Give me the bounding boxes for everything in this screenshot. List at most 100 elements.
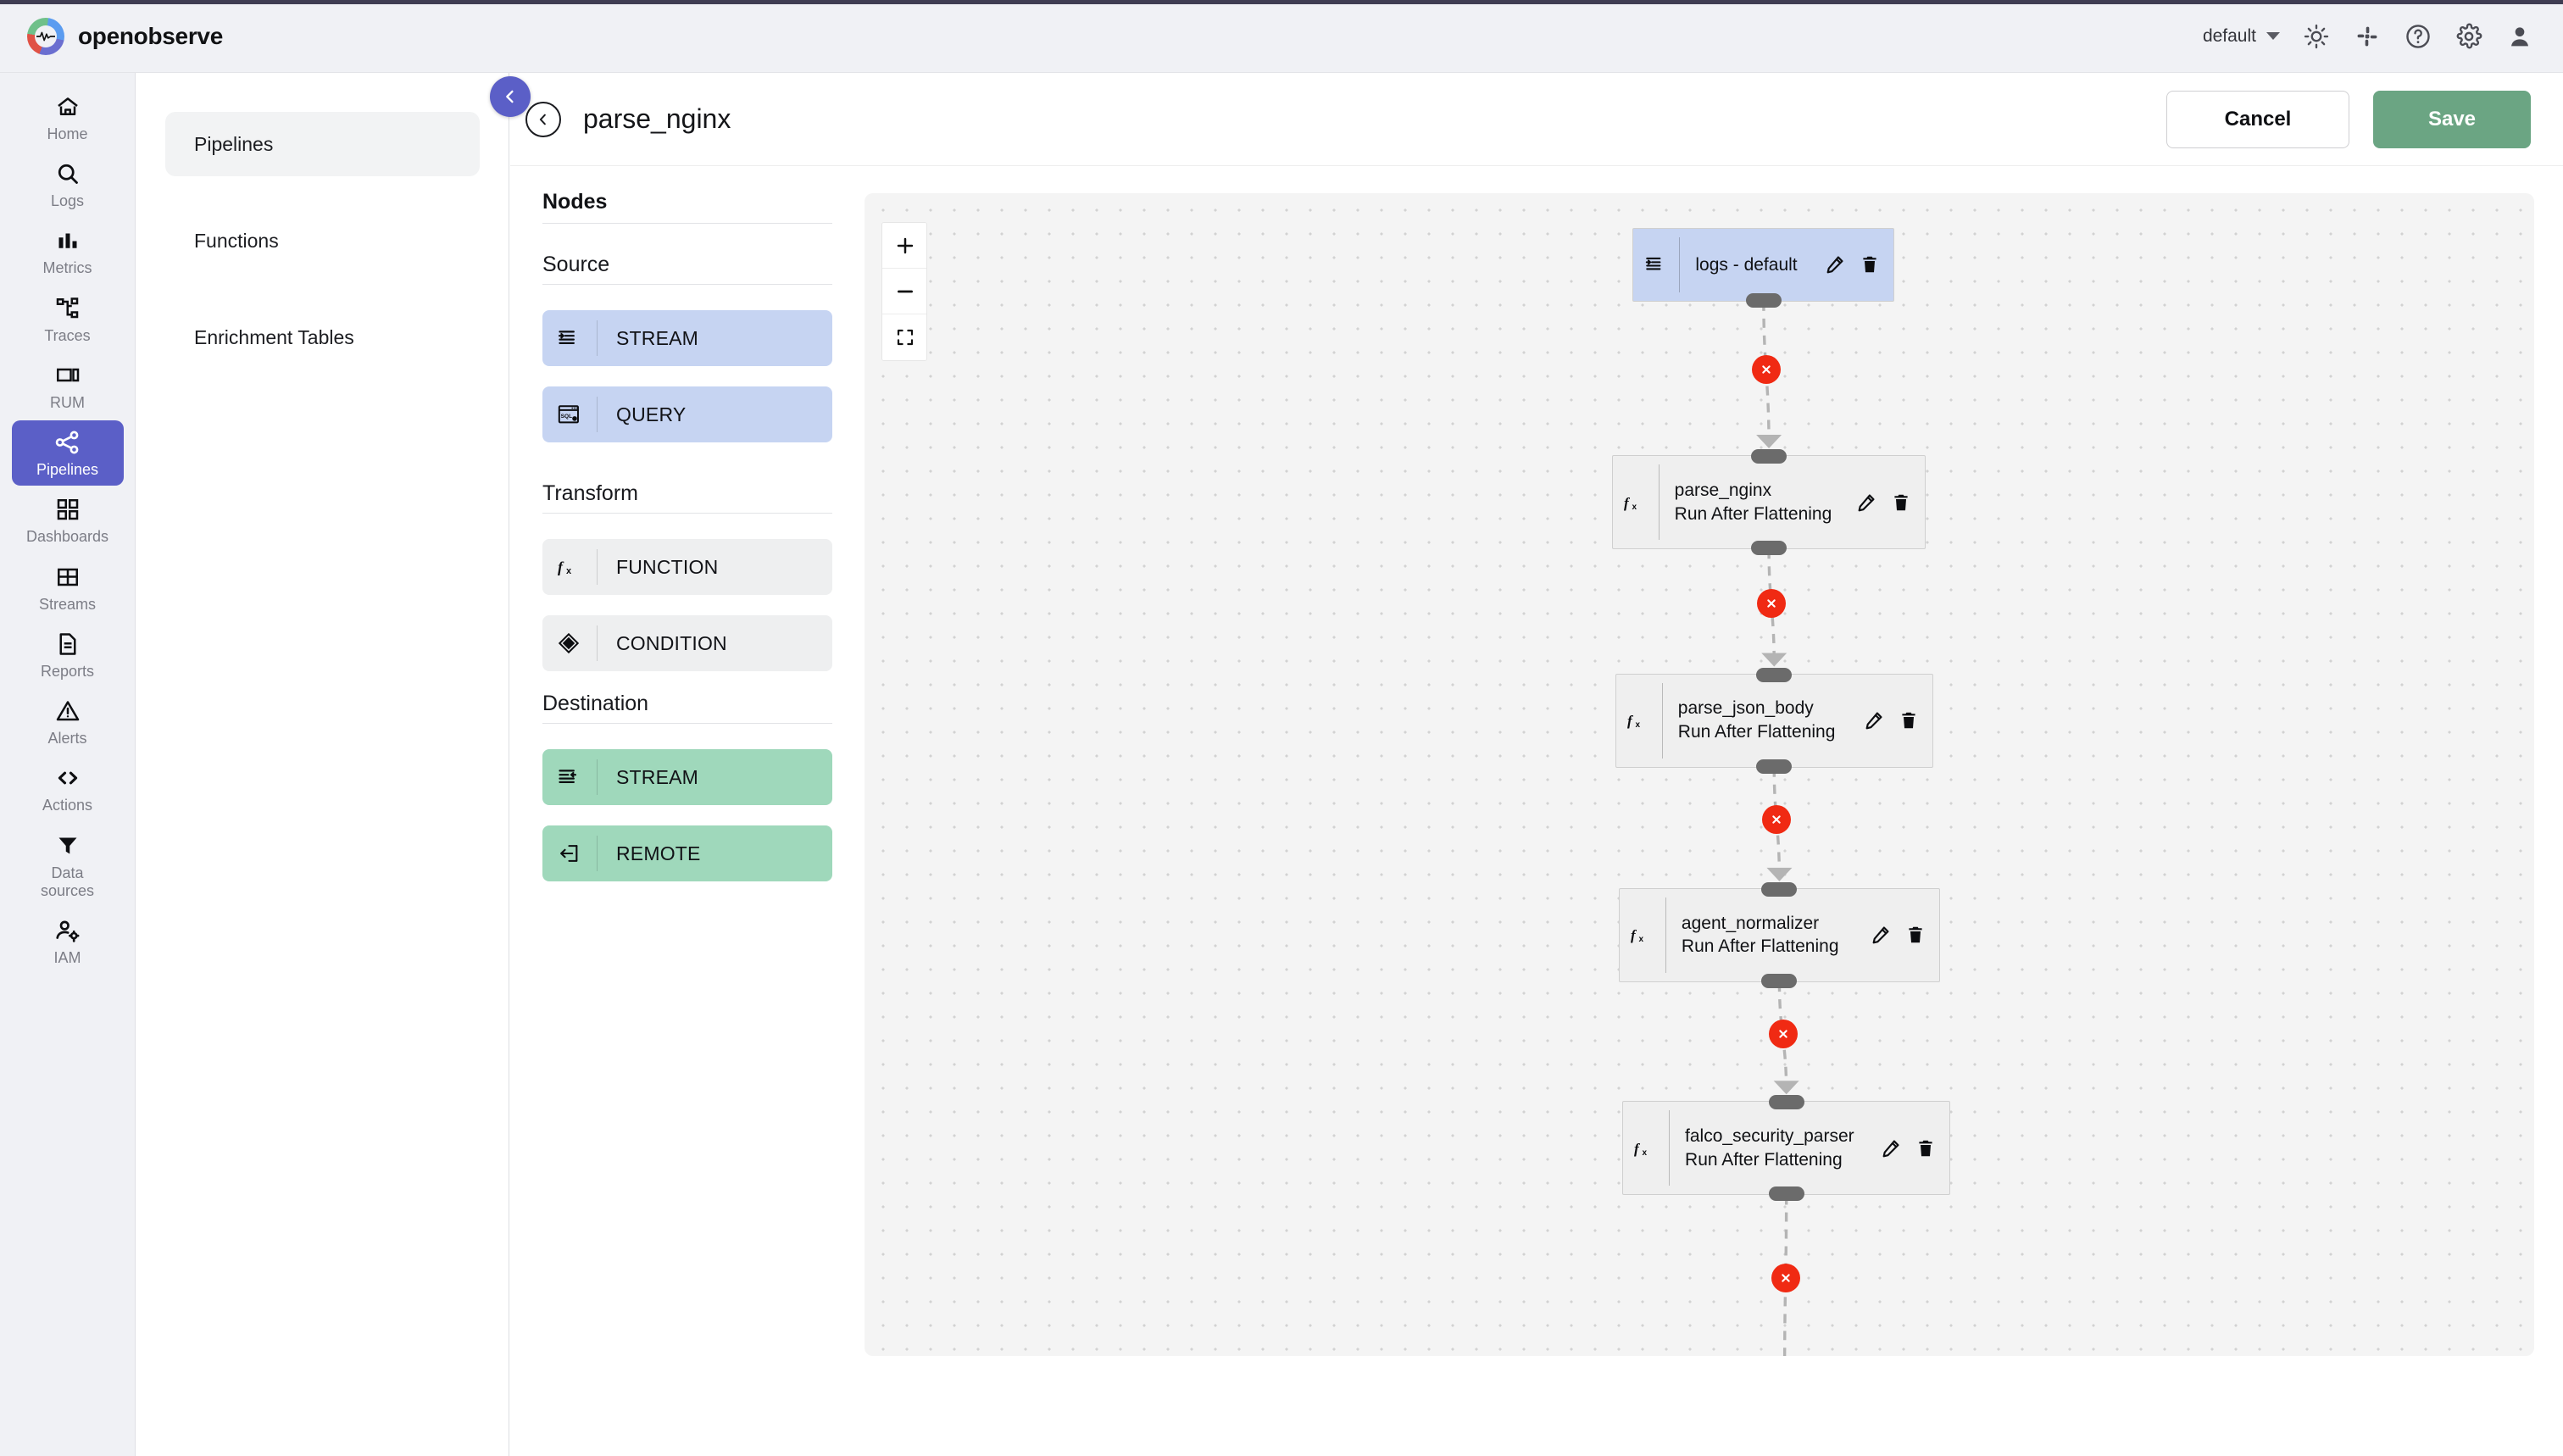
dashboard-grid-icon	[55, 495, 81, 524]
chevron-down-icon	[2266, 32, 2280, 40]
sidebar-item-metrics[interactable]: Metrics	[12, 219, 124, 284]
node-handle-source[interactable]	[1756, 759, 1793, 774]
sidebar-item-home[interactable]: Home	[12, 85, 124, 150]
edge-arrowhead	[1761, 653, 1787, 667]
svg-text:x: x	[1632, 503, 1637, 512]
node-handle-target[interactable]	[1751, 449, 1787, 464]
node-handle-source[interactable]	[1751, 541, 1787, 556]
header-actions: Cancel Save	[2166, 90, 2538, 148]
settings-icon[interactable]	[2455, 22, 2483, 51]
edge-arrowhead	[1773, 1081, 1799, 1095]
account-icon[interactable]	[2505, 22, 2534, 51]
sidebar-label-metrics: Metrics	[42, 259, 92, 277]
node-button-label: STREAM	[616, 765, 699, 788]
flow-node-subtitle: Run After Flattening	[1681, 936, 1839, 957]
svg-text:f: f	[558, 559, 564, 575]
collapse-sidebar-button[interactable]	[490, 76, 531, 117]
cancel-button[interactable]: Cancel	[2166, 90, 2349, 148]
sidebar-item-iam[interactable]: IAM	[12, 909, 124, 974]
subnav-item-pipelines[interactable]: Pipelines	[165, 112, 480, 176]
zoom-out-button[interactable]	[882, 269, 926, 314]
flow-node-subtitle: Run After Flattening	[1674, 503, 1832, 524]
sidebar-item-alerts[interactable]: Alerts	[12, 689, 124, 754]
sidebar-item-logs[interactable]: Logs	[12, 152, 124, 217]
slack-icon[interactable]	[2353, 22, 2382, 51]
sidebar-item-actions[interactable]: Actions	[12, 756, 124, 821]
sidebar-item-streams[interactable]: Streams	[12, 555, 124, 620]
svg-text:x: x	[566, 566, 572, 576]
pencil-icon[interactable]	[1824, 253, 1846, 275]
trash-icon[interactable]	[1905, 924, 1926, 946]
node-handle-target[interactable]	[1756, 667, 1793, 682]
flow-node-actions	[1870, 924, 1939, 946]
secondary-sidebar: Pipelines Functions Enrichment Tables	[136, 73, 509, 1456]
group-title-source: Source	[542, 253, 610, 276]
sidebar-item-traces[interactable]: Traces	[12, 286, 124, 352]
sidebar-item-dashboards[interactable]: Dashboards	[12, 487, 124, 553]
subnav-item-functions[interactable]: Functions	[165, 208, 480, 273]
node-button-transform-condition[interactable]: CONDITION	[542, 615, 832, 671]
pencil-icon[interactable]	[1863, 709, 1885, 731]
subnav-label-functions: Functions	[194, 229, 279, 252]
subnav-item-enrichment-tables[interactable]: Enrichment Tables	[165, 305, 480, 370]
zoom-in-button[interactable]	[882, 223, 926, 269]
node-handle-target[interactable]	[1768, 1095, 1804, 1110]
trash-icon[interactable]	[1899, 709, 1919, 731]
flow-node-body: logs - default	[1680, 253, 1824, 277]
pencil-icon[interactable]	[1855, 492, 1877, 514]
light-mode-icon[interactable]	[2302, 22, 2331, 51]
node-handle-source[interactable]	[1745, 292, 1782, 308]
node-button-transform-function[interactable]: f x FUNCTION	[542, 539, 832, 595]
sidebar-label-reports: Reports	[40, 662, 95, 680]
edge-delete-button[interactable]	[1771, 1263, 1800, 1292]
node-button-source-stream[interactable]: STREAM	[542, 310, 832, 366]
pencil-icon[interactable]	[1880, 1137, 1902, 1159]
group-divider-destination	[542, 723, 832, 724]
node-button-destination-stream[interactable]: STREAM	[542, 749, 832, 805]
node-button-destination-remote[interactable]: REMOTE	[542, 825, 832, 881]
edge-delete-button[interactable]	[1757, 588, 1787, 618]
sidebar-item-rum[interactable]: RUM	[12, 353, 124, 419]
node-divider	[1665, 897, 1666, 974]
sidebar-item-reports[interactable]: Reports	[12, 622, 124, 687]
flow-node-subtitle: Run After Flattening	[1677, 722, 1836, 742]
trash-icon[interactable]	[1860, 253, 1880, 275]
node-button-label: FUNCTION	[616, 555, 719, 578]
save-button[interactable]: Save	[2373, 90, 2531, 148]
node-handle-source[interactable]	[1761, 974, 1798, 989]
minus-icon	[898, 290, 913, 292]
flow-node[interactable]: logs - default	[1632, 228, 1895, 308]
sidebar-item-data-sources[interactable]: Data sources	[12, 824, 124, 907]
edge-delete-button[interactable]	[1751, 354, 1781, 384]
edge-delete-button[interactable]	[1762, 805, 1792, 835]
help-icon[interactable]	[2404, 22, 2432, 51]
back-button[interactable]	[525, 101, 561, 137]
share-nodes-icon	[54, 428, 81, 457]
funnel-icon	[55, 831, 81, 860]
close-x-icon	[1762, 365, 1771, 374]
svg-text:f: f	[1634, 1141, 1641, 1157]
edge-delete-button[interactable]	[1768, 1019, 1798, 1048]
trash-icon[interactable]	[1891, 492, 1911, 514]
bar-chart-icon	[55, 226, 81, 255]
fit-view-button[interactable]	[882, 314, 926, 360]
node-handle-source[interactable]	[1768, 1186, 1804, 1202]
organization-selector[interactable]: default	[2203, 26, 2280, 47]
node-handle-target[interactable]	[1761, 881, 1798, 897]
brand-name: openobserve	[78, 22, 223, 49]
node-button-source-query[interactable]: SQL QUERY	[542, 386, 832, 442]
pencil-icon[interactable]	[1870, 924, 1892, 946]
sidebar-item-pipelines[interactable]: Pipelines	[11, 420, 124, 486]
trash-icon[interactable]	[1915, 1137, 1936, 1159]
edge-arrowhead	[1756, 435, 1782, 448]
user-gear-icon	[54, 916, 81, 945]
node-button-divider	[597, 397, 598, 432]
